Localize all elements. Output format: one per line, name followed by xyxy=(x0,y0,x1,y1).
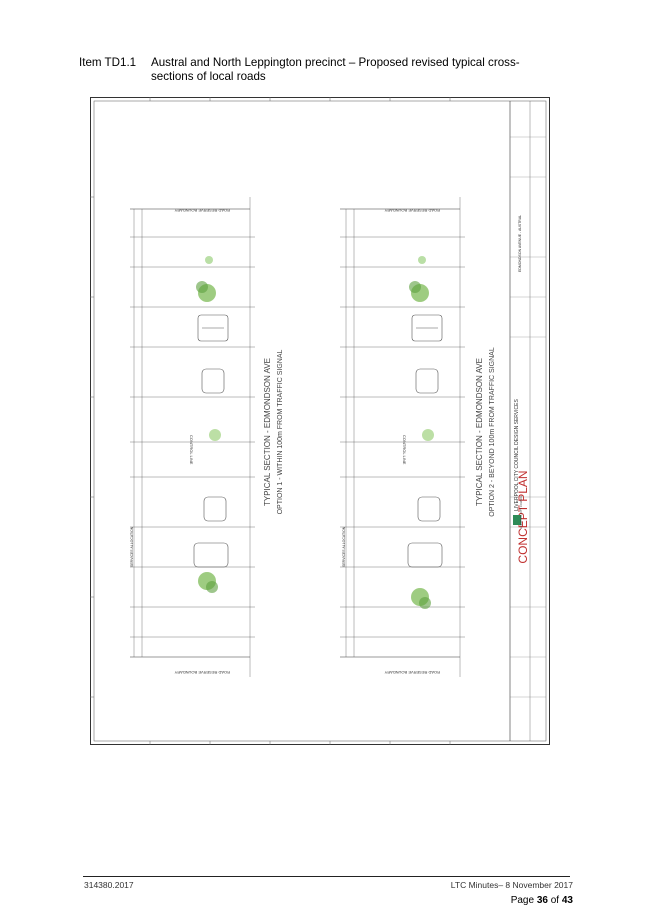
footer-reference: 314380.2017 xyxy=(84,880,134,890)
control-line-2: CONTROL LINE xyxy=(402,435,407,465)
section-2: ROAD RESERVE BOUNDARY ROAD RESERVE BOUND… xyxy=(340,197,496,677)
road-reserve-boundary-bottom-2: ROAD RESERVE BOUNDARY xyxy=(384,670,440,675)
footer-rule xyxy=(83,876,570,877)
section-1-title: TYPICAL SECTION - EDMONDSON AVE xyxy=(263,358,272,506)
title-block: EDMONDSON AVENUE - AUSTRAL CONCEPT PLAN … xyxy=(509,101,546,741)
services-allocation-2: SERVICES ALLOCATION xyxy=(342,526,346,567)
council-design-services: LIVERPOOL CITY COUNCIL DESIGN SERVICES xyxy=(514,398,520,510)
tree-icons-1 xyxy=(196,256,218,593)
item-title-line1: Austral and North Leppington precinct – … xyxy=(151,56,520,69)
section-1: ROAD RESERVE BOUNDARY ROAD RESERVE BOUND… xyxy=(130,197,284,677)
page-prefix: Page xyxy=(510,895,537,906)
council-logo-text: LIVERPOOL CITY COUNCIL xyxy=(519,495,523,529)
project-name: EDMONDSON AVENUE - AUSTRAL xyxy=(518,215,522,272)
services-allocation-1: SERVICES ALLOCATION xyxy=(130,526,134,567)
concept-plan-label: CONCEPT PLAN xyxy=(516,470,530,563)
council-logo-icon xyxy=(513,515,521,525)
road-reserve-boundary-top-2: ROAD RESERVE BOUNDARY xyxy=(384,208,440,213)
vehicle-outlines-2 xyxy=(407,314,443,568)
control-line-1: CONTROL LINE xyxy=(189,435,194,465)
road-reserve-boundary-bottom-1: ROAD RESERVE BOUNDARY xyxy=(174,670,230,675)
item-title-line2: sections of local roads xyxy=(151,70,266,83)
road-reserve-boundary-top-1: ROAD RESERVE BOUNDARY xyxy=(174,208,230,213)
page-separator: of xyxy=(547,895,562,906)
item-number: Item TD1.1 xyxy=(79,56,137,69)
item-heading: Item TD1.1 Austral and North Leppington p… xyxy=(79,56,520,84)
section-2-title: TYPICAL SECTION - EDMONDSON AVE xyxy=(475,358,484,506)
footer-minutes: LTC Minutes– 8 November 2017 xyxy=(450,880,573,890)
section-2-subtitle: OPTION 2 - BEYOND 100m FROM TRAFFIC SIGN… xyxy=(489,347,496,517)
cross-section-drawing: ROAD RESERVE BOUNDARY ROAD RESERVE BOUND… xyxy=(90,97,550,745)
section-1-subtitle: OPTION 1 - WITHIN 100m FROM TRAFFIC SIGN… xyxy=(277,350,284,515)
frame-ticks xyxy=(90,97,451,745)
engineering-drawing: ROAD RESERVE BOUNDARY ROAD RESERVE BOUND… xyxy=(90,97,550,745)
page-current: 36 xyxy=(536,895,548,906)
tree-icons-2 xyxy=(409,256,431,609)
vehicle-outlines-1 xyxy=(193,314,229,568)
page-number: Page 36 of 43 xyxy=(511,895,573,906)
page-total: 43 xyxy=(561,895,573,906)
